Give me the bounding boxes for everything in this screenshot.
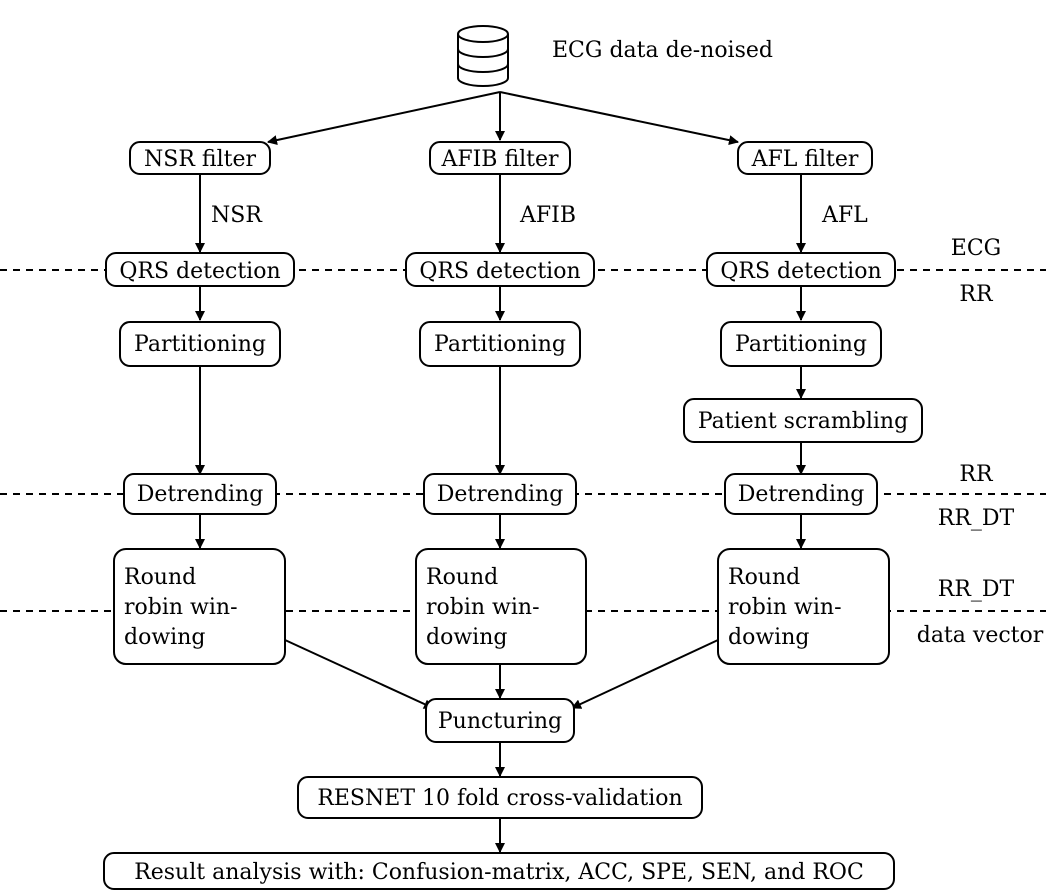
afib-filter-box [429, 141, 571, 175]
nsr-window-line-3: dowing [124, 625, 205, 650]
separator-above-ecg: ECG [951, 236, 1001, 261]
separator-below-rrdt: RR_DT [938, 506, 1015, 531]
edges [195, 91, 806, 853]
edge-nsr-window-punct [284, 639, 434, 709]
afib-window-box [415, 548, 587, 665]
separator-above-rrdt: RR_DT [938, 577, 1015, 602]
afib-window-line-2: robin win- [426, 595, 540, 620]
nsr-qrs-label: QRS detection [119, 259, 280, 284]
afib-qrs-box [405, 252, 595, 287]
puncturing-label: Puncturing [438, 709, 562, 734]
edge-afl-window-punct [571, 639, 719, 709]
nsr-window-line-1: Round [124, 565, 196, 590]
afib-partition-box [419, 321, 581, 367]
nsr-window-line-2: robin win- [124, 595, 238, 620]
afib-partition-label: Partitioning [434, 332, 566, 357]
result-box [103, 852, 895, 890]
afib-signal-label: AFIB [519, 203, 576, 228]
afib-filter-label: AFIB filter [440, 147, 559, 172]
separator-below-data-vector: data vector [917, 623, 1044, 648]
nsr-filter-label: NSR filter [144, 147, 256, 172]
afl-scramble-box [683, 398, 923, 443]
afib-detrend-box [423, 473, 577, 515]
nsr-qrs-box [105, 252, 295, 287]
afl-scramble-label: Patient scrambling [698, 409, 908, 434]
afl-window-box [717, 548, 890, 665]
afl-window-line-2: robin win- [728, 595, 842, 620]
nsr-detrend-box [123, 473, 277, 515]
resnet-box [297, 776, 703, 819]
afl-signal-label: AFL [821, 203, 868, 228]
database-icon [457, 25, 509, 87]
nsr-signal-label: NSR [211, 203, 263, 228]
afl-filter-box [737, 141, 873, 175]
nsr-partition-label: Partitioning [134, 332, 266, 357]
separator-above-rr: RR [959, 462, 994, 487]
afl-partition-label: Partitioning [735, 332, 867, 357]
afib-detrend-label: Detrending [437, 482, 564, 507]
afib-window-line-3: dowing [426, 625, 507, 650]
nsr-window-box [113, 548, 286, 665]
afib-qrs-label: QRS detection [419, 259, 580, 284]
afl-window-line-1: Round [728, 565, 800, 590]
afib-window-line-1: Round [426, 565, 498, 590]
source-label: ECG data de-noised [552, 38, 773, 63]
result-label: Result analysis with: Confusion-matrix, … [134, 860, 864, 885]
afl-qrs-label: QRS detection [720, 259, 881, 284]
separator-below-rr: RR [959, 282, 994, 307]
resnet-label: RESNET 10 fold cross-validation [317, 786, 682, 811]
edge-source-afl [499, 91, 739, 146]
nsr-filter-box [129, 141, 271, 175]
afl-filter-label: AFL filter [751, 147, 859, 172]
edge-source-nsr [267, 91, 501, 145]
nsr-partition-box [119, 321, 281, 367]
afl-qrs-box [706, 252, 896, 287]
puncturing-box [425, 698, 575, 743]
nsr-detrend-label: Detrending [137, 482, 264, 507]
afl-detrend-box [724, 473, 878, 515]
afl-detrend-label: Detrending [738, 482, 865, 507]
afl-window-line-3: dowing [728, 625, 809, 650]
afl-partition-box [720, 321, 882, 367]
